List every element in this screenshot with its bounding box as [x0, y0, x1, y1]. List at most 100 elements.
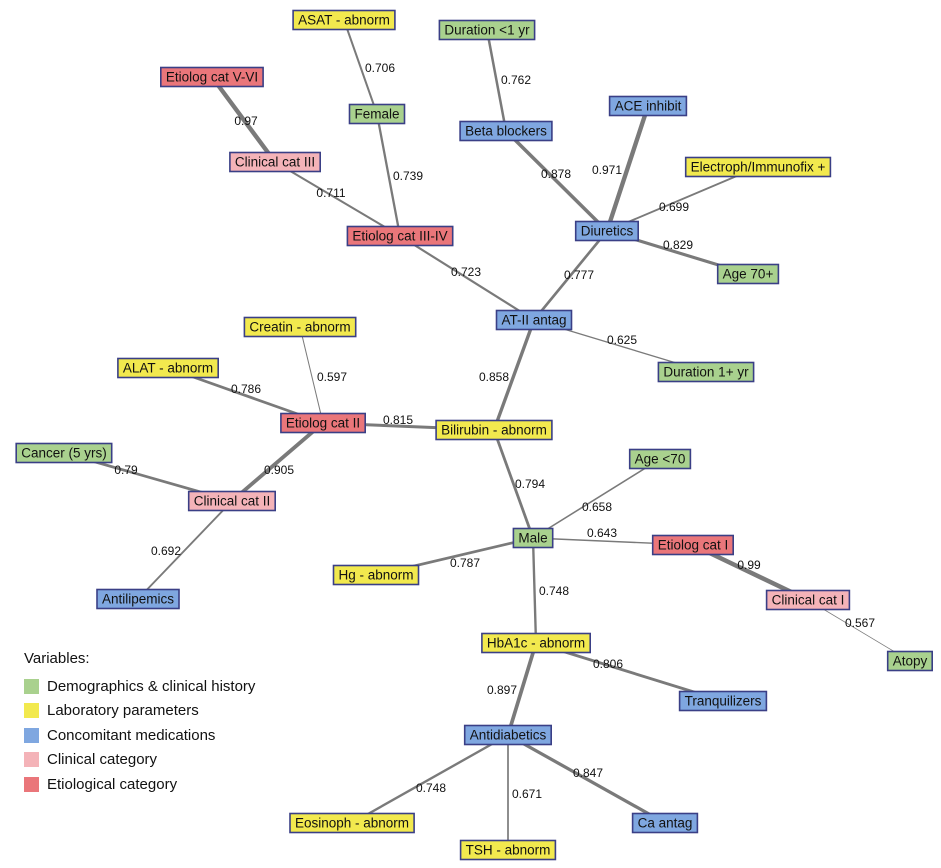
node-label: TSH - abnorm — [466, 843, 551, 858]
edge-weight-label: 0.658 — [582, 500, 612, 514]
node-label: Bilirubin - abnorm — [441, 423, 547, 438]
edge-weight-label: 0.643 — [587, 526, 617, 540]
edge-weight-label: 0.597 — [317, 370, 347, 384]
edge-weight-label: 0.858 — [479, 370, 509, 384]
edge-weight-label: 0.777 — [564, 268, 594, 282]
node-box — [289, 812, 415, 834]
node-box — [346, 225, 454, 247]
node-box — [886, 650, 934, 672]
node-label: Ca antag — [638, 816, 693, 831]
edge-weight-label: 0.625 — [607, 333, 637, 347]
legend-swatch-clinical — [24, 752, 39, 768]
legend-label-demographics: Demographics & clinical history — [47, 677, 256, 695]
node-label: Duration 1+ yr — [663, 365, 749, 380]
edge-weight-label: 0.748 — [539, 584, 569, 598]
node-label: ASAT - abnorm — [298, 13, 390, 28]
node-age70: Age <70 — [628, 448, 692, 470]
node-label: Electroph/Immunofix + — [691, 160, 826, 175]
node-antidiab: Antidiabetics — [463, 724, 553, 746]
edge-creat-etio2 — [299, 326, 324, 424]
node-box — [160, 66, 264, 88]
node-box — [15, 442, 113, 464]
node-label: Etiolog cat II — [286, 416, 360, 431]
node-alat: ALAT - abnorm — [117, 357, 220, 379]
node-creat: Creatin - abnorm — [243, 316, 357, 338]
node-label: Etiolog cat I — [658, 538, 729, 553]
edge-weight-label: 0.739 — [393, 169, 423, 183]
node-label: Eosinoph - abnorm — [295, 816, 409, 831]
edge-weight-label: 0.748 — [416, 781, 446, 795]
node-box — [684, 156, 832, 178]
node-beta: Beta blockers — [459, 120, 553, 142]
edge-weight-label: 0.847 — [573, 766, 603, 780]
node-box — [459, 839, 557, 861]
node-box — [481, 632, 591, 654]
edge-male-hba1c — [531, 536, 538, 645]
node-eosin: Eosinoph - abnorm — [289, 812, 415, 834]
node-label: ACE inhibit — [615, 99, 682, 114]
edge-beta-diur — [504, 129, 609, 233]
edge-hba1c-antidiab — [506, 641, 538, 737]
node-caant: Ca antag — [631, 812, 699, 834]
edge-weight-label: 0.99 — [737, 558, 761, 572]
legend-item-clinical: Clinical category — [24, 748, 255, 773]
node-asat: ASAT - abnorm — [292, 9, 396, 31]
node-box — [435, 419, 553, 441]
node-age70p: Age 70+ — [716, 263, 780, 285]
node-etio2: Etiolog cat II — [280, 412, 366, 434]
node-diur: Diuretics — [574, 220, 640, 242]
node-box — [332, 564, 420, 586]
node-label: Beta blockers — [465, 124, 547, 139]
node-at2: AT-II antag — [495, 309, 573, 331]
edge-weight-label: 0.971 — [592, 163, 622, 177]
edge-weight-label: 0.79 — [114, 463, 138, 477]
edge-weight-label: 0.787 — [450, 556, 480, 570]
node-atopy: Atopy — [886, 650, 934, 672]
node-antilip: Antilipemics — [96, 588, 180, 610]
node-clin1: Clinical cat I — [765, 589, 851, 611]
node-label: Male — [518, 531, 547, 546]
node-label: Antilipemics — [102, 592, 174, 607]
node-label: Atopy — [893, 654, 928, 669]
edge-weight-label: 0.794 — [515, 477, 545, 491]
edge-asat-female — [343, 19, 378, 115]
edge-weight-label: 0.829 — [663, 238, 693, 252]
node-label: Clinical cat II — [194, 494, 271, 509]
node-box — [657, 361, 755, 383]
node-box — [574, 220, 640, 242]
edge-weight-label: 0.692 — [151, 544, 181, 558]
edge-weight-label: 0.723 — [451, 265, 481, 279]
edge-weight-label: 0.762 — [501, 73, 531, 87]
node-label: Clinical cat I — [772, 593, 845, 608]
edge-clin3-etio34 — [273, 160, 402, 238]
node-hba1c: HbA1c - abnorm — [481, 632, 591, 654]
node-box — [765, 589, 851, 611]
node-box — [495, 309, 573, 331]
edge-weight-label: 0.786 — [231, 382, 261, 396]
node-box — [651, 534, 735, 556]
node-label: Creatin - abnorm — [249, 320, 350, 335]
legend-label-clinical: Clinical category — [47, 751, 158, 769]
node-label: Female — [354, 107, 399, 122]
node-box — [280, 412, 366, 434]
node-box — [459, 120, 553, 142]
node-box — [631, 812, 699, 834]
node-box — [348, 103, 406, 125]
edge-weight-label: 0.878 — [541, 167, 571, 181]
edge-female-etio34 — [375, 112, 402, 238]
node-label: Antidiabetics — [470, 728, 547, 743]
edge-weight-label: 0.699 — [659, 200, 689, 214]
edge-weight-label: 0.706 — [365, 61, 395, 75]
edge-antidiab-caant — [506, 733, 667, 825]
node-box — [608, 95, 688, 117]
node-box — [438, 19, 536, 41]
edge-weight-label: 0.905 — [264, 463, 294, 477]
node-cancer: Cancer (5 yrs) — [15, 442, 113, 464]
edge-age70-male — [532, 458, 661, 539]
node-dur1: Duration <1 yr — [438, 19, 536, 41]
node-box — [187, 490, 276, 512]
node-label: Cancer (5 yrs) — [21, 446, 107, 461]
legend-label-laboratory: Laboratory parameters — [47, 702, 199, 720]
node-ace: ACE inhibit — [608, 95, 688, 117]
legend-item-laboratory: Laboratory parameters — [24, 699, 255, 724]
